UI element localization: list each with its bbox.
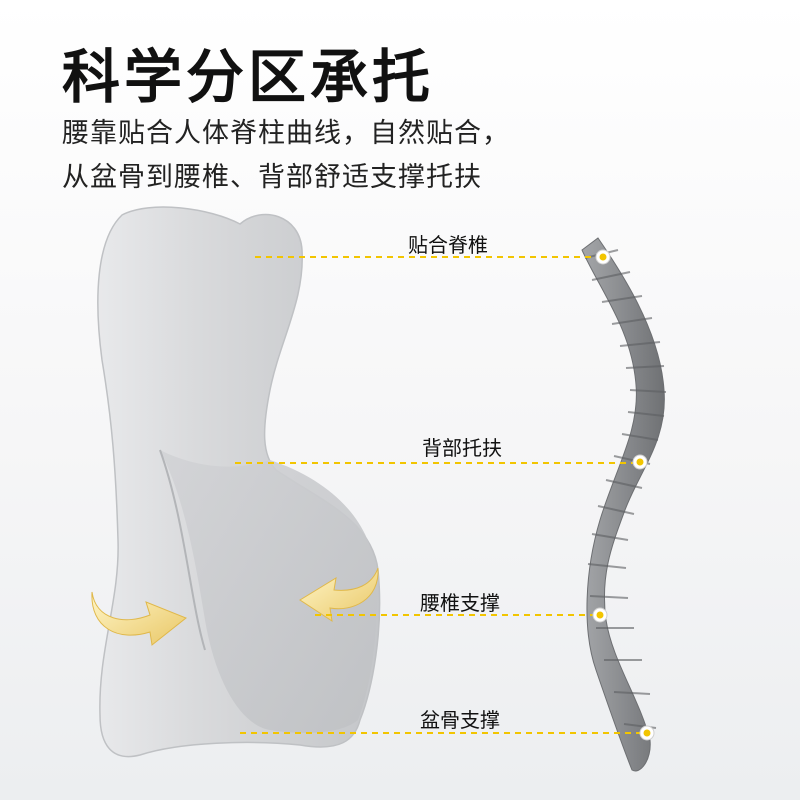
subtitle-line-2: 从盆骨到腰椎、背部舒适支撑托扶	[62, 162, 482, 193]
spine-illustration	[581, 237, 667, 772]
page-title: 科学分区承托	[62, 43, 435, 111]
callout-label-pelvis: 盆骨支撑	[420, 708, 500, 732]
page-subtitle: 腰靠贴合人体脊柱曲线，自然贴合， 从盆骨到腰椎、背部舒适支撑托扶	[62, 112, 510, 200]
callout-label-back: 背部托扶	[422, 436, 502, 460]
support-arrow-right-icon	[299, 567, 379, 623]
support-arrow-left-icon	[91, 591, 187, 646]
callout-label-spine: 贴合脊椎	[408, 233, 488, 257]
lumbar-cushion	[97, 206, 381, 758]
callout-dots	[592, 249, 655, 741]
callout-lines	[235, 256, 645, 734]
callout-label-lumbar: 腰椎支撑	[420, 591, 500, 615]
subtitle-line-1: 腰靠贴合人体脊柱曲线，自然贴合，	[62, 118, 510, 149]
